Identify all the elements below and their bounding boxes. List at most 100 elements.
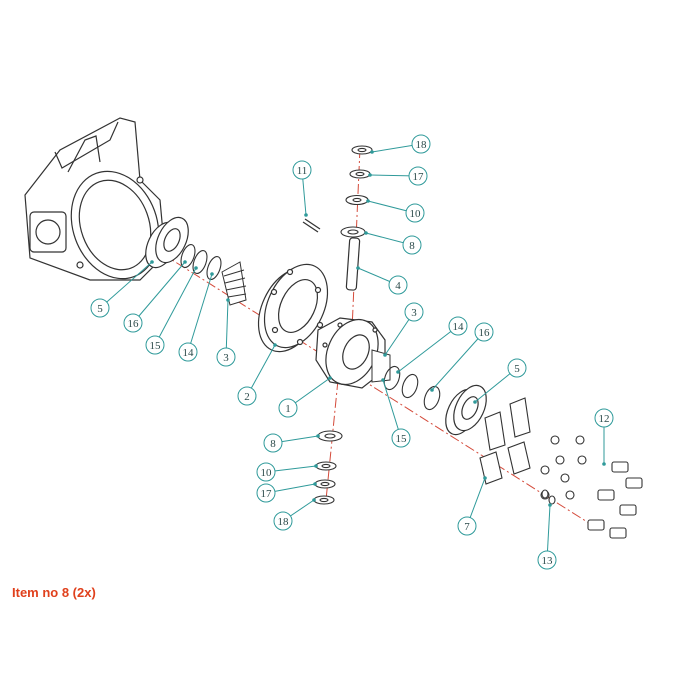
callout-bubble <box>273 511 293 531</box>
callout-label: 11 <box>297 165 308 177</box>
callout-leader-end <box>383 353 387 357</box>
callout-leader <box>431 331 485 391</box>
callout-leader <box>225 299 229 358</box>
callout-bubble <box>178 342 198 362</box>
callout-2: 2 <box>237 343 277 406</box>
bevel-gear-right <box>371 349 391 383</box>
callout-15: 15 <box>381 378 411 448</box>
callout-leader-end <box>364 231 368 235</box>
callout-17: 17 <box>256 482 317 503</box>
callout-bubble <box>405 203 425 223</box>
bearing-right <box>445 384 487 436</box>
callout-bubble <box>90 298 110 318</box>
callout-label: 8 <box>270 438 276 450</box>
callout-leader <box>154 267 197 346</box>
callout-17: 17 <box>368 166 428 186</box>
callout-bubble <box>507 358 527 378</box>
callout-14: 14 <box>396 316 468 374</box>
callout-leader-end <box>316 434 320 438</box>
callout-bubble <box>278 398 298 418</box>
callout-label: 3 <box>223 352 229 364</box>
callout-3: 3 <box>216 298 236 367</box>
callout-label: 5 <box>514 363 520 375</box>
roll-pin <box>302 218 321 233</box>
ring-gear <box>257 263 329 353</box>
callout-7: 7 <box>457 476 487 536</box>
callout-bubble <box>457 516 477 536</box>
lock-plates <box>479 397 531 485</box>
callout-leader <box>187 273 213 353</box>
callout-label: 14 <box>183 347 195 359</box>
callout-leader-end <box>366 199 370 203</box>
shims-right <box>383 365 441 411</box>
callout-label: 15 <box>150 340 162 352</box>
callout-label: 17 <box>261 488 273 500</box>
callout-12: 12 <box>594 408 614 466</box>
callout-3: 3 <box>383 302 424 357</box>
callout-leader-end <box>312 498 316 502</box>
callout-8: 8 <box>263 433 320 453</box>
callout-leader-end <box>313 482 317 486</box>
callout-bubble <box>391 428 411 448</box>
callout-leader-end <box>183 260 187 264</box>
callout-5: 5 <box>90 260 154 318</box>
callout-label: 13 <box>542 555 554 567</box>
callout-label: 10 <box>410 208 422 220</box>
callout-18: 18 <box>273 498 316 531</box>
gear-housing <box>24 117 166 281</box>
callout-15: 15 <box>145 266 198 355</box>
callout-leader-end <box>210 272 214 276</box>
callout-bubble <box>388 275 408 295</box>
callout-label: 5 <box>97 303 103 315</box>
callout-16: 16 <box>430 322 494 392</box>
callout-leader-end <box>602 462 606 466</box>
callout-bubble <box>402 235 422 255</box>
upper-washer-stack <box>340 145 373 238</box>
callout-5: 5 <box>473 358 527 404</box>
callout-leader <box>99 261 153 309</box>
callout-leader-end <box>150 260 154 264</box>
callout-bubble <box>145 335 165 355</box>
callout-leader-end <box>370 150 374 154</box>
callout-bubble <box>256 483 276 503</box>
callout-14: 14 <box>178 272 214 362</box>
callout-leader-end <box>273 343 277 347</box>
callout-bubble <box>408 166 428 186</box>
callout-label: 12 <box>599 413 610 425</box>
callout-8: 8 <box>364 231 422 255</box>
callout-16: 16 <box>123 260 187 333</box>
callout-bubble <box>216 347 236 367</box>
callout-leader-end <box>304 213 308 217</box>
bearing-left <box>145 216 189 269</box>
callout-10: 10 <box>366 199 425 223</box>
callout-label: 16 <box>128 318 140 330</box>
callout-leader-end <box>194 266 198 270</box>
callout-label: 3 <box>411 307 417 319</box>
callout-leader <box>246 344 276 397</box>
callout-label: 4 <box>395 280 401 292</box>
callout-label: 14 <box>453 321 465 333</box>
bolts-and-washers <box>540 435 643 539</box>
callout-11: 11 <box>292 160 312 217</box>
callout-label: 18 <box>416 139 428 151</box>
callout-leader-end <box>381 378 385 382</box>
callout-bubble <box>256 462 276 482</box>
callout-bubble <box>263 433 283 453</box>
callout-label: 10 <box>261 467 273 479</box>
callout-bubble <box>404 302 424 322</box>
callout-bubble <box>123 313 143 333</box>
callout-label: 16 <box>479 327 491 339</box>
callout-bubble <box>448 316 468 336</box>
callout-10: 10 <box>256 462 318 482</box>
callout-leader-end <box>473 400 477 404</box>
callout-18: 18 <box>370 134 431 154</box>
callout-bubble <box>292 160 312 180</box>
bevel-gear-left <box>221 261 247 306</box>
callout-label: 1 <box>285 403 291 415</box>
callout-leader <box>397 325 459 373</box>
callout-leader <box>132 261 186 324</box>
callout-label: 15 <box>396 433 408 445</box>
callout-leader-end <box>548 503 552 507</box>
